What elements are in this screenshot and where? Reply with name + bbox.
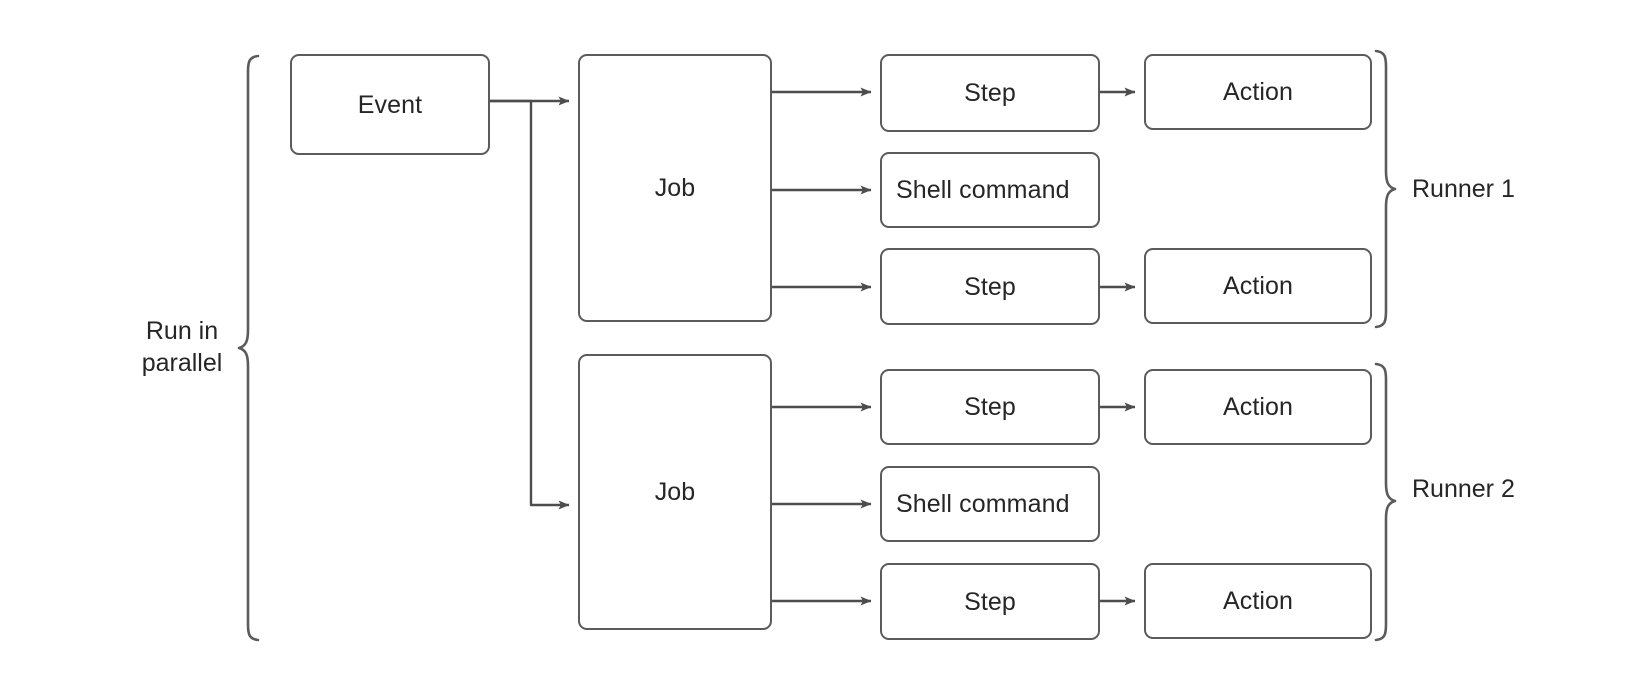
node-runner1-action-1[interactable]: Action [1144,54,1372,130]
node-runner2-action-1[interactable]: Action [1144,369,1372,445]
node-job-2-label: Job [654,478,696,506]
node-runner1-step-1[interactable]: Step [880,54,1100,132]
node-job-1[interactable]: Job [578,54,772,322]
label-runner-2: Runner 2 [1412,475,1515,503]
node-runner1-step-2-label: Step [964,272,1016,301]
brace-runner-2 [1374,362,1397,642]
node-job-1-label: Job [654,174,696,202]
node-runner1-shell-1-label: Shell command [896,176,1070,204]
node-runner1-step-2[interactable]: Step [880,248,1100,325]
node-job-2[interactable]: Job [578,354,772,630]
label-runner-1: Runner 1 [1412,175,1515,203]
node-runner2-step-2-label: Step [964,587,1016,616]
edge-event-to-job2 [490,99,570,510]
node-runner1-action-1-label: Action [1222,78,1294,106]
node-runner2-action-2[interactable]: Action [1144,563,1372,639]
node-runner2-step-1[interactable]: Step [880,369,1100,445]
node-runner1-action-2-label: Action [1222,272,1294,300]
node-runner1-action-2[interactable]: Action [1144,248,1372,324]
brace-runner-1 [1374,49,1397,329]
brace-run-in-parallel [237,54,260,642]
node-runner2-step-1-label: Step [964,393,1016,421]
node-event-label: Event [357,90,423,119]
node-runner2-action-1-label: Action [1222,393,1294,421]
node-runner2-shell-1-label: Shell command [896,490,1070,518]
node-runner2-shell-1[interactable]: Shell command [880,466,1100,542]
node-runner1-step-1-label: Step [964,79,1016,107]
node-runner2-action-2-label: Action [1222,587,1294,615]
node-event[interactable]: Event [290,54,490,155]
node-runner2-step-2[interactable]: Step [880,563,1100,640]
label-run-in-parallel: Run in parallel [141,317,223,377]
node-runner1-shell-1[interactable]: Shell command [880,152,1100,228]
